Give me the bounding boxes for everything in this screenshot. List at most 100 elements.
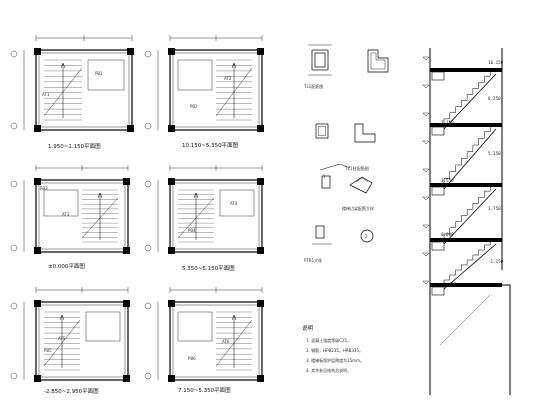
axis-bubble (144, 372, 152, 380)
stair-section (422, 48, 511, 395)
plan-6-mark-at: AT6 (222, 339, 230, 344)
foundation-outline (430, 284, 511, 395)
stair-beam (431, 286, 445, 296)
plan-5-mark-at: AT5 (58, 336, 66, 341)
stair-beam (431, 126, 445, 136)
axis-bubble (144, 50, 152, 58)
plan-6-mark-pb: PB6 (188, 356, 196, 361)
section-level-1: 10.150 (488, 60, 504, 65)
floor-slab (430, 68, 502, 72)
floor-slab (430, 183, 502, 187)
break-line (81, 197, 119, 239)
level-marker (422, 140, 430, 145)
column (123, 247, 130, 254)
plan-4-mark-at: AT4 (230, 201, 238, 206)
detail-mark-2: 2 (365, 234, 368, 239)
section-level-8: -1.150 (488, 259, 504, 264)
arrow-head (97, 192, 103, 199)
stair-plan-1 (10, 35, 134, 132)
plan-caption-4: 5.350~5.150平面图 (182, 264, 235, 272)
detail-caption-4: PTB1大样 (304, 257, 322, 263)
plan-2-mark-at: AT2 (224, 76, 232, 81)
column (127, 125, 134, 132)
stair-flight (443, 124, 496, 185)
column (123, 300, 130, 307)
plan-caption-3: ±0.000平面图 (48, 262, 85, 270)
section-level-2: 8.250 (488, 96, 501, 101)
wall-inner (38, 304, 126, 378)
column (123, 178, 130, 185)
level-marker (422, 224, 430, 229)
wall-inner (172, 304, 260, 378)
stair-flight (443, 69, 496, 125)
level-marker (422, 196, 430, 201)
stair-flight (443, 239, 496, 285)
level-marker (422, 56, 430, 61)
column (168, 300, 175, 307)
column (257, 247, 264, 254)
column (34, 178, 41, 185)
notes-item-2: 2. 钢筋：HPB235，HRB335。 (306, 347, 363, 353)
column (34, 48, 41, 55)
break-line (215, 67, 253, 117)
plan-1-mark-at: AT1 (42, 92, 50, 97)
arrow-head (231, 314, 237, 321)
column (257, 48, 264, 55)
section-level-9: -2.850 (441, 282, 457, 287)
section-level-7: 0.000 (441, 232, 454, 237)
column (168, 48, 175, 55)
plan-5-mark-pb: PB5 (44, 348, 52, 353)
wall-inner (38, 182, 126, 250)
section-level-5: 3.550 (441, 178, 454, 183)
plan-caption-6: 7.150~5.350平面图 (178, 386, 231, 394)
wall-inner (172, 52, 260, 128)
column (168, 247, 175, 254)
break-line (43, 319, 81, 367)
column (34, 375, 41, 382)
axis-bubble (144, 244, 152, 252)
stair-beam (431, 71, 445, 81)
level-marker (422, 168, 430, 173)
plan-1-mark-pb: PB1 (95, 71, 103, 76)
notes-item-1: 1. 混凝土强度等级C25。 (306, 337, 351, 343)
plan-2-mark-pb: PB2 (190, 104, 198, 109)
detail-caption-3: 楼梯边梁配筋大样 (342, 205, 374, 211)
landing (87, 59, 125, 91)
landing (85, 311, 121, 342)
axis-bubble (10, 122, 18, 130)
arrow-head (193, 192, 199, 199)
column (168, 125, 175, 132)
stair-slab (443, 188, 497, 245)
stair-slab (443, 73, 497, 130)
lower-flight (439, 294, 491, 346)
notes-item-3: 3. 楼梯板保护层厚度为15mm。 (306, 357, 364, 363)
axis-bubble (10, 302, 18, 310)
stair-plans (10, 35, 264, 382)
column (123, 375, 130, 382)
level-marker (422, 112, 430, 117)
stair-plan-4 (144, 165, 264, 254)
stair-plan-6 (144, 287, 264, 382)
plan-3-mark-at: AT3 (62, 212, 70, 217)
wall-inner (38, 52, 130, 128)
plan-caption-2: 10.150~5.350平面图 (182, 141, 239, 149)
floor-slab (430, 123, 502, 127)
break-line (177, 197, 215, 239)
notes-title: 说明 (302, 324, 314, 332)
floor-slab (430, 238, 502, 242)
stair-slab (443, 128, 497, 190)
stair-plan-2 (144, 35, 264, 132)
wall-outline (35, 301, 129, 381)
column (168, 178, 175, 185)
notes-item-4: 4. 其余参见结构总说明。 (306, 367, 351, 373)
detail-caption-1: TL1配筋图 (303, 83, 323, 89)
detail-mark-1: 1 (323, 174, 326, 179)
column (34, 125, 41, 132)
axis-bubble (144, 122, 152, 130)
wall-outline (169, 301, 263, 381)
landing (43, 189, 79, 217)
axis-bubble (10, 244, 18, 252)
stair-flight (443, 184, 496, 240)
wall-outline (35, 49, 133, 131)
